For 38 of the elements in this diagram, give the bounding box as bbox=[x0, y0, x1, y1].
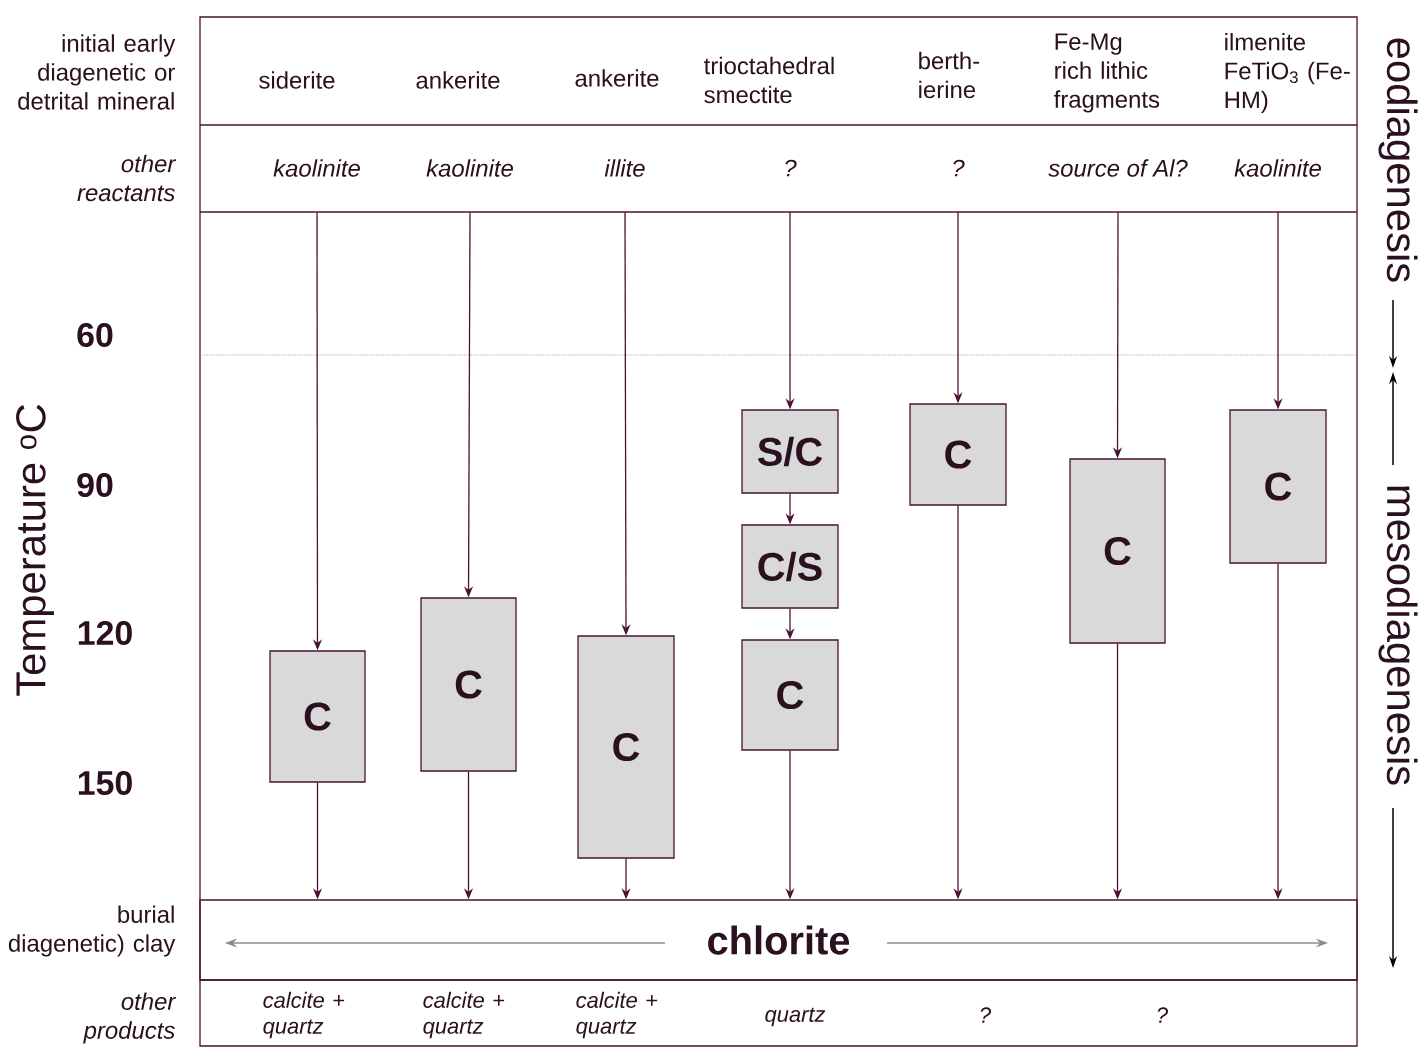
product-label: ? bbox=[1157, 1007, 1169, 1023]
column-header: berth- ierine bbox=[919, 51, 980, 99]
stage-label: eodiagenesis bbox=[1378, 38, 1418, 282]
row-label: burial diagenetic) clay bbox=[8, 905, 176, 957]
tick-label: 120 bbox=[78, 621, 132, 645]
product-label: quartz bbox=[765, 1007, 826, 1027]
reactant-label: kaolinite bbox=[273, 159, 360, 177]
reactant-label: kaolinite bbox=[426, 159, 513, 177]
column-header: siderite bbox=[259, 71, 335, 89]
reactant-label: kaolinite bbox=[1234, 159, 1321, 177]
tick-label: 150 bbox=[78, 771, 132, 795]
process-box: C bbox=[1229, 409, 1327, 564]
column-header: ankerite bbox=[416, 71, 500, 89]
process-box: C bbox=[269, 650, 366, 783]
row-label: initial early diagenetic or detrital mineral bbox=[18, 34, 176, 110]
axis-label: Temperature $^{o}$C bbox=[16, 404, 54, 696]
column-header: Fe-Mg rich lithic fragments bbox=[1054, 33, 1160, 113]
column-header: ilmenite FeTiO$_{3}$ (Fe-HM) bbox=[1225, 32, 1350, 114]
process-box: C bbox=[1069, 458, 1166, 644]
process-box: C bbox=[577, 635, 675, 859]
process-box: C bbox=[741, 639, 839, 751]
product-label: ? bbox=[980, 1007, 992, 1023]
process-box: C bbox=[909, 403, 1007, 506]
reactant-label: source of Al? bbox=[1048, 159, 1188, 177]
row-label: other reactants bbox=[77, 154, 177, 202]
stage-label: mesodiagenesis bbox=[1378, 486, 1418, 785]
row-label: other products bbox=[83, 992, 177, 1044]
reactant-label: ? bbox=[785, 159, 797, 177]
column-header: trioctahedral smectite bbox=[704, 56, 834, 104]
reactant-label: ? bbox=[953, 159, 965, 177]
column-header: ankerite bbox=[575, 69, 659, 87]
reactant-label: illite bbox=[604, 159, 645, 177]
tick-label: 90 bbox=[77, 473, 113, 497]
process-box: C bbox=[420, 597, 517, 772]
tick-label: 60 bbox=[77, 323, 113, 347]
process-box: C/S bbox=[741, 524, 839, 609]
process-box: S/C bbox=[741, 409, 839, 494]
product-band: chlorite bbox=[199, 899, 1358, 981]
